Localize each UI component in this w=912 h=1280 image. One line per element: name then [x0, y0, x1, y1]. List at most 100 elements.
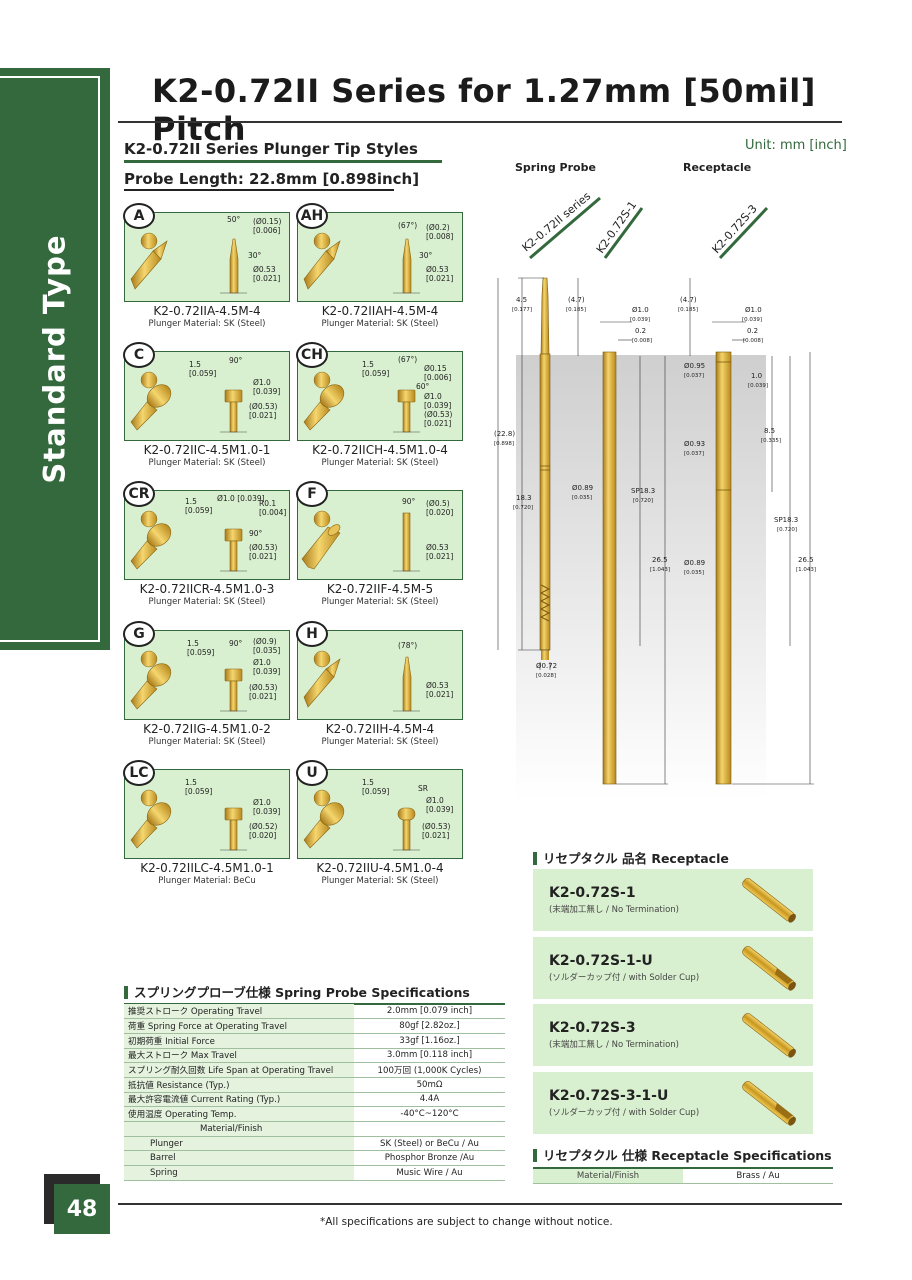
spec-label: スプリング耐久回数 Life Span at Operating Travel	[124, 1062, 354, 1078]
dim-47a: (4.7)	[568, 296, 585, 304]
dim-228: (22.8)	[494, 430, 515, 438]
spec-value: -40°C~120°C	[354, 1106, 505, 1122]
receptacle-image	[742, 946, 796, 991]
dim-02a: 0.2	[635, 327, 646, 335]
receptacle-s1-body	[602, 351, 617, 785]
banner-s3-text: K2-0.72S-3	[710, 202, 760, 256]
dim-10a: Ø1.0	[632, 306, 649, 314]
tip-dimension: 90°	[249, 529, 263, 538]
dim-228-inch: [0.898]	[494, 441, 514, 447]
receptacle-desc: (末端加工無し / No Termination)	[549, 905, 680, 915]
tip-dimension: Ø1.0 [0.039]	[253, 798, 281, 816]
dim-02b: 0.2	[747, 327, 758, 335]
dim-sp183a: SP18.3	[631, 487, 655, 495]
tip-part-number: K2-0.72IIG-4.5M1.0-2	[143, 722, 271, 736]
receptacle-desc: (ソルダーカップ付 / with Solder Cup)	[549, 1108, 700, 1118]
heading-bar-icon	[533, 1149, 537, 1162]
tip-dimension: Ø1.0 [0.039]	[426, 796, 454, 814]
spec-label: 最大ストローク Max Travel	[124, 1048, 354, 1064]
heading-bar-icon	[533, 852, 537, 865]
dim-10b-inch: [0.039]	[742, 317, 762, 323]
dim-sp183b-inch: [0.720]	[777, 527, 797, 533]
receptacle-spec-value: Brass / Au	[683, 1167, 833, 1184]
spec-value: 80gf [2.82oz.]	[354, 1018, 505, 1034]
spec-label: 初期荷重 Initial Force	[124, 1033, 354, 1049]
dim-089b-inch: [0.035]	[684, 570, 704, 576]
dim-095-inch: [0.037]	[684, 373, 704, 379]
tip-drawing	[303, 789, 420, 851]
probe-length: Probe Length: 22.8mm [0.898inch]	[124, 170, 420, 188]
tip-drawing	[130, 650, 247, 712]
dim-095: Ø0.95	[684, 362, 705, 370]
tip-badge: U	[296, 760, 328, 786]
tip-part-number: K2-0.72IIAH-4.5M-4	[321, 304, 439, 318]
tip-material: Plunger Material: SK (Steel)	[321, 319, 439, 329]
spec-label: 使用温度 Operating Temp.	[124, 1106, 354, 1122]
side-label: Standard Type	[38, 234, 72, 484]
dim-1-inch: [0.039]	[748, 383, 768, 389]
title-rule	[118, 121, 842, 123]
tip-dimension: (78°)	[398, 641, 418, 650]
tip-dimension: (67°)	[398, 221, 418, 230]
dim-089b: Ø0.89	[684, 559, 705, 567]
tip-dimension: R0.1 [0.004]	[259, 499, 287, 517]
unit-label: Unit: mm [inch]	[745, 138, 847, 153]
dimension-lines	[497, 277, 814, 785]
dim-85-inch: [0.335]	[761, 438, 781, 444]
dim-02b-inch: [0.008]	[743, 338, 763, 344]
dim-sp183a-inch: [0.720]	[633, 498, 653, 504]
tip-badge: G	[123, 621, 155, 647]
page-number: 48	[54, 1184, 110, 1234]
spec-value: 33gf [1.16oz.]	[354, 1033, 505, 1049]
receptacle-card: K2-0.72S-1 (末端加工無し / No Termination)	[533, 869, 813, 931]
dim-265a: 26.5	[652, 556, 668, 564]
spec-value: 2.0mm [0.079 inch]	[354, 1004, 505, 1020]
material-value: Music Wire / Au	[354, 1165, 505, 1181]
receptacle-heading: リセプタクル 品名 Receptacle	[533, 848, 729, 867]
tip-drawing	[303, 650, 420, 712]
tips-heading-rule	[124, 160, 442, 163]
probe-length-rule	[124, 189, 394, 191]
spring-specs-heading: スプリングプローブ仕様 Spring Probe Specifications	[124, 982, 470, 1001]
tip-dimension: 60°	[416, 382, 430, 391]
tip-material: Plunger Material: BeCu	[158, 876, 256, 886]
dim-089a: Ø0.89	[572, 484, 593, 492]
receptacle-name: K2-0.72S-1-U	[549, 953, 653, 969]
tip-dimension: Ø0.53 [0.021]	[426, 543, 454, 561]
tip-drawing	[303, 232, 420, 294]
dim-093: Ø0.93	[684, 440, 705, 448]
dim-265b: 26.5	[798, 556, 814, 564]
receptacle-specs-table: Material/Finish Brass / Au	[533, 1167, 833, 1184]
tip-dimension: (Ø0.53) [0.021]	[249, 683, 278, 701]
tip-dimension: (Ø0.53) [0.021]	[249, 402, 278, 420]
tip-dimension: 90°	[229, 356, 243, 365]
spec-value	[354, 1121, 505, 1137]
dim-10b: Ø1.0	[745, 306, 762, 314]
table-row: 抵抗値 Resistance (Typ.)50mΩ	[124, 1077, 505, 1093]
dim-47b-inch: [0.185]	[678, 307, 698, 313]
dim-183: 18.3	[516, 494, 532, 502]
tip-dimension: Ø1.0 [0.039]	[424, 392, 452, 410]
tip-dimension: Ø1.0 [0.039]	[253, 658, 281, 676]
material-value: Phosphor Bronze /Au	[354, 1150, 505, 1167]
material-value: SK (Steel) or BeCu / Au	[354, 1136, 505, 1152]
banner-s1: K2-0.72S-1	[594, 199, 644, 259]
tip-dimension: 1.5 [0.059]	[185, 778, 213, 796]
tip-dimension: 50°	[227, 215, 241, 224]
tip-dimension: (Ø0.53) [0.021]	[424, 410, 453, 428]
tip-dimension: Ø1.0 [0.039]	[253, 378, 281, 396]
footer-rule	[118, 1203, 842, 1205]
dim-10a-inch: [0.039]	[630, 317, 650, 323]
tip-material: Plunger Material: SK (Steel)	[321, 458, 439, 468]
tip-badge: AH	[296, 203, 328, 229]
tip-card-h: H(78°)Ø0.53 [0.021]	[296, 621, 463, 720]
receptacle-s3-body	[715, 351, 732, 785]
